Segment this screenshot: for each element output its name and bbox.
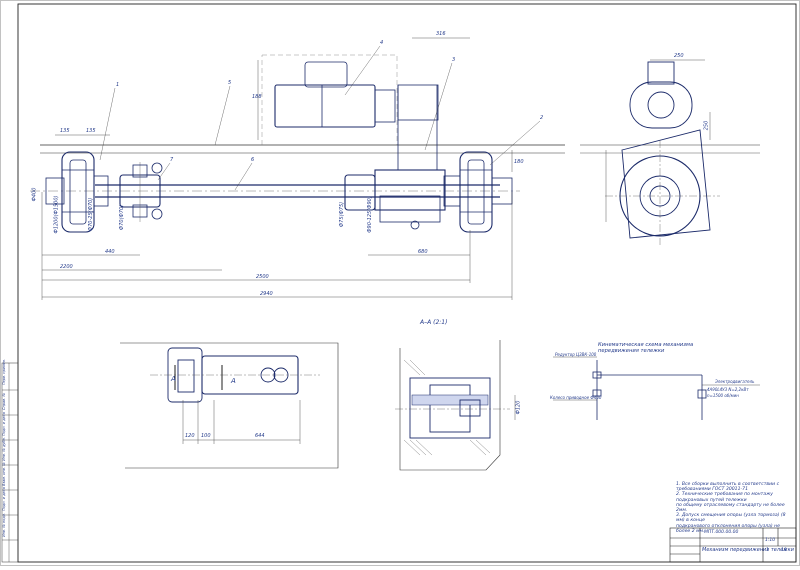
dim-top-3: 316 [436,31,446,37]
callout-6: 6 [251,157,255,163]
kin-reducer-label: Редуктор Ц3ВК-100 [555,352,597,357]
note-line-4: 3. Допуск смещения опоры (узла тормоза) … [676,513,786,524]
title-block-sheet: 1 [766,548,769,553]
kin-wheel-label: Колесо приводное Ф400 [550,395,602,400]
cut-label-right: A [231,377,236,385]
dim-bottom-4: 440 [105,249,115,255]
dim-vert-4: Ф70(Ф70) [119,204,126,231]
strip-label-6: Подп. и дата [2,487,6,511]
dim-bottom-1: 2200 [60,264,73,270]
detail-dim-3: 644 [255,433,265,439]
cut-label-left: A [171,375,176,383]
callout-7: 7 [170,157,174,163]
side-dim-1: 250 [674,53,684,59]
dim-vert-1: Ф400 [31,187,38,202]
dim-bottom-2: 2500 [256,274,269,280]
dim-bottom-5: 680 [418,249,428,255]
note-line-2: 2. Технические требования по монтажу под… [676,492,773,503]
section-aa [395,340,516,471]
kinematic-title: Кинематическая схема механизма передвиже… [598,342,694,354]
detail-left [120,342,339,469]
dim-top-1: 135 [60,128,70,134]
technical-notes: 1. Все сборки выполнить в соответствии с… [676,482,794,534]
strip-label-5: Взам. инв. № [2,462,6,486]
callout-4: 4 [380,40,384,46]
section-dim: Ф120 [515,400,522,415]
dim-vert-2: Ф1200(Ф1500) [53,195,60,234]
kin-motor-label: Электродвигатель [715,379,755,384]
callout-5: 5 [228,80,232,86]
dim-vert-6: Ф90-125(Ф90) [366,196,373,233]
callout-2: 2 [540,115,544,121]
dim-vert-5: Ф75(Ф75) [339,201,346,228]
callout-3: 3 [452,57,456,63]
title-block-name: Механизм передвижения тележки [702,547,794,553]
dim-top-4: 188 [252,94,262,100]
side-stamp-lines [2,363,18,562]
strip-label-1: Перв. примен. [2,358,6,385]
strip-label-2: Справ. № [2,392,6,410]
side-view [580,59,760,245]
main-view [30,37,565,300]
section-title: А–А (2:1) [420,319,448,326]
note-line-1: 1. Все сборки выполнить в соответствии с… [676,482,780,493]
dim-top-5: 180 [514,159,524,165]
note-line-5: подкранового отклонения опоры (узла) не … [676,523,780,534]
kin-motor-spec-1: 4А90L4У3 N=2,2кВт [707,387,749,392]
note-line-3: по общему отраслевому стандарту не более… [676,502,785,514]
detail-dim-1: 120 [185,433,195,439]
title-block-sheets: 10 [781,548,787,553]
dim-bottom-3: 2940 [260,291,273,297]
kin-motor-spec-2: n=1500 об/мин [707,393,739,398]
strip-label-3: Подп. и дата [2,412,6,436]
callout-1: 1 [116,82,120,88]
side-stamp-frame [1,362,19,563]
side-dim-2: 250 [703,120,710,131]
inner-frame [17,3,797,563]
detail-dim-2: 100 [201,433,211,439]
strip-label-4: Инв. № дубл. [2,437,6,461]
title-block-scale: 1:10 [765,538,776,543]
dim-vert-3: Ф70-25(Ф70) [88,197,95,232]
kinematic-scheme [553,356,760,420]
title-block [669,527,797,563]
dim-top-2: 135 [86,128,96,134]
title-block-code: МПТ.000.00.00 [704,530,739,535]
strip-label-7: Инв. № подл. [2,512,6,537]
